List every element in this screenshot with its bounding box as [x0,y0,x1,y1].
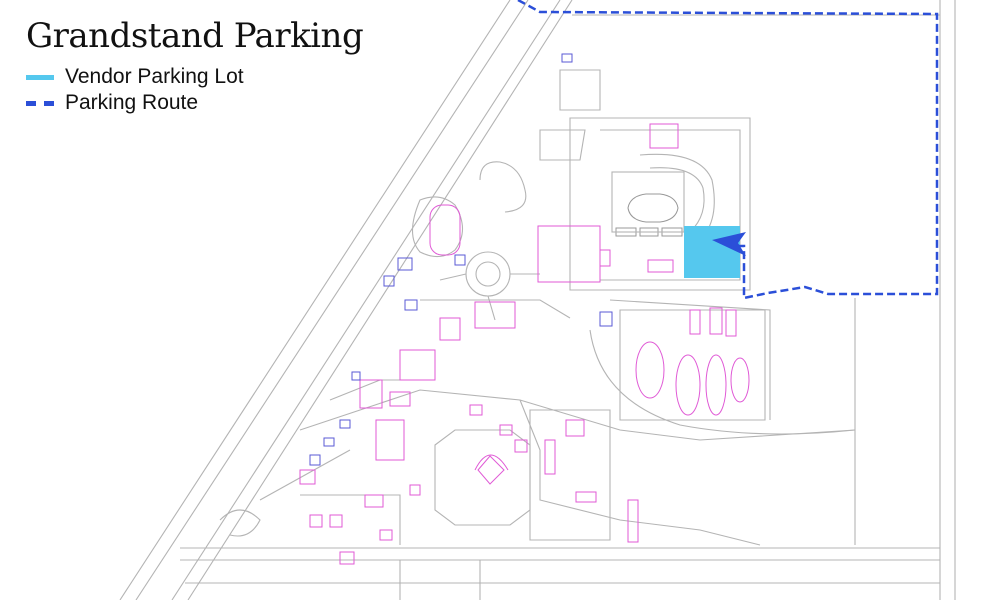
legend-item-vendor-lot: Vendor Parking Lot [26,64,244,90]
legend: Vendor Parking Lot Parking Route [26,64,244,116]
vendor-parking-lot [684,226,740,278]
route-swatch-icon [26,100,54,106]
small-structures [309,53,613,466]
route-arrow-icon [712,232,746,256]
map-title: Grandstand Parking [26,16,364,56]
parking-route [517,0,939,300]
legend-label: Parking Route [65,91,199,114]
legend-item-parking-route: Parking Route [26,90,244,116]
buildings [299,123,750,565]
grandstand [611,171,685,237]
road-network [119,0,956,600]
legend-label: Vendor Parking Lot [65,65,244,88]
vendor-lot-swatch-icon [26,74,54,80]
